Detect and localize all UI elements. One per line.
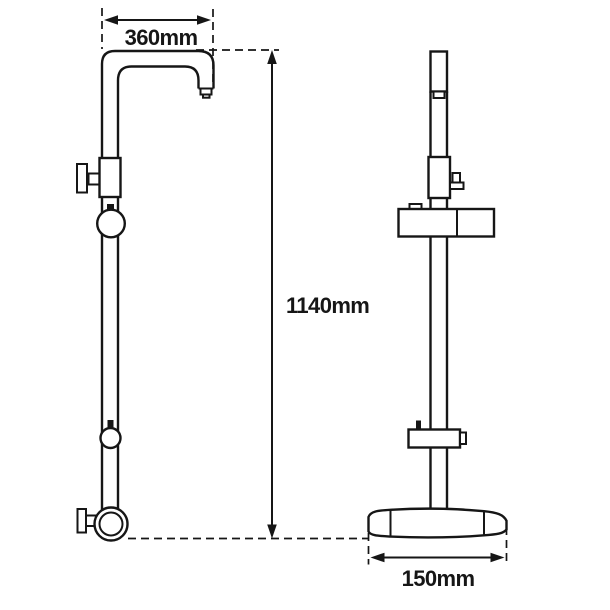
front-slider-block <box>98 156 122 199</box>
bracket-block <box>407 428 462 449</box>
front-lower-tab <box>107 420 114 429</box>
shower-arm-outer-line <box>100 49 215 520</box>
total-height-label: 1140mm <box>286 293 369 318</box>
arrow-left-icon <box>370 552 385 563</box>
shower-arm-inner-line <box>116 65 200 520</box>
ring-knob-cap <box>76 508 87 534</box>
front-holder-ball <box>95 208 126 239</box>
shelf-block <box>397 207 496 238</box>
front-lower-ball <box>99 426 122 450</box>
head-width-label: 150mm <box>402 566 475 591</box>
side-slider-block <box>427 155 452 200</box>
side-view <box>367 50 508 539</box>
arrow-down-icon <box>267 524 277 539</box>
side-knob-lower <box>449 181 465 190</box>
shower-head <box>367 507 508 539</box>
bracket-knob <box>459 431 467 445</box>
side-connector <box>432 90 446 99</box>
arm-nozzle-tip <box>202 93 211 99</box>
arrow-up-icon <box>267 50 277 64</box>
arrow-right-icon <box>197 15 211 25</box>
holder-ring-inner <box>98 511 124 537</box>
side-top-segment <box>429 50 449 93</box>
arrow-left-icon <box>104 15 118 25</box>
arm-width-label: 360mm <box>125 25 198 50</box>
dimension-total-height: 1140mm <box>128 49 370 540</box>
dimension-head-width: 150mm <box>367 527 508 591</box>
front-view <box>76 49 215 542</box>
bracket-tab <box>416 420 421 430</box>
dimension-arm-width: 360mm <box>101 8 214 86</box>
arrow-right-icon <box>490 552 505 563</box>
front-clamp-tab <box>107 204 114 211</box>
front-knob-cap <box>76 163 88 194</box>
